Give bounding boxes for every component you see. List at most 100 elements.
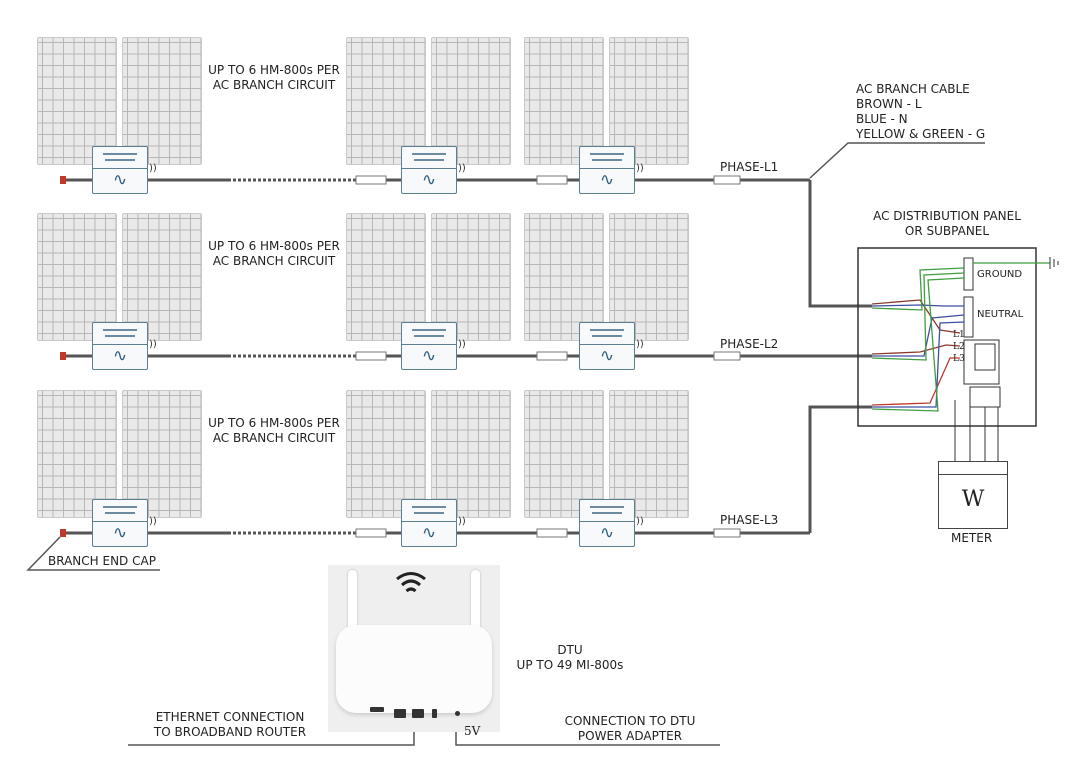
- panel-title-line: OR SUBPANEL: [904, 224, 990, 238]
- solar-panel: [122, 390, 202, 518]
- cable-info-line: BROWN - L: [856, 97, 922, 111]
- branch-end-cap-label: BRANCH END CAP: [48, 554, 156, 568]
- branch-label-row3: UP TO 6 HM-800s PER AC BRANCH CIRCUIT: [206, 416, 342, 446]
- dtu-label-line: DTU: [557, 643, 583, 657]
- wireless-signal-icon: )): [636, 339, 644, 350]
- power-adapter-label-line: CONNECTION TO DTU: [564, 714, 696, 728]
- l3-label: L3: [953, 354, 965, 364]
- inverter-wave-icon: ∿: [599, 346, 615, 366]
- panel-title: AC DISTRIBUTION PANEL OR SUBPANEL: [858, 209, 1036, 239]
- wireless-signal-icon: )): [149, 163, 157, 174]
- branch-label-line: AC BRANCH CIRCUIT: [212, 431, 336, 445]
- power-adapter-label-line: POWER ADAPTER: [577, 729, 683, 743]
- inverter-wave-icon: ∿: [421, 346, 437, 366]
- microinverter: ∿: [579, 322, 635, 370]
- power-port: [455, 711, 460, 716]
- wireless-signal-icon: )): [458, 163, 466, 174]
- wireless-signal-icon: )): [636, 163, 644, 174]
- power-adapter-label: CONNECTION TO DTU POWER ADAPTER: [545, 714, 715, 744]
- wireless-signal-icon: )): [458, 516, 466, 527]
- phase-l2-label: PHASE-L2: [720, 337, 779, 351]
- l2-label: L2: [953, 342, 965, 352]
- branch-label-line: AC BRANCH CIRCUIT: [212, 78, 336, 92]
- solar-panel: [346, 390, 426, 518]
- ground-bus: [963, 257, 974, 291]
- microinverter: ∿: [401, 146, 457, 194]
- solar-panel: [524, 213, 604, 341]
- solar-panel: [609, 390, 689, 518]
- microinverter: ∿: [401, 499, 457, 547]
- meter-symbol: W: [961, 487, 985, 512]
- branch-label-row1: UP TO 6 HM-800s PER AC BRANCH CIRCUIT: [206, 63, 342, 93]
- cable-info-line: AC BRANCH CABLE: [856, 82, 970, 96]
- panel-title-line: AC DISTRIBUTION PANEL: [873, 209, 1021, 223]
- solar-panel: [431, 213, 511, 341]
- branch-label-line: AC BRANCH CIRCUIT: [212, 254, 336, 268]
- terminal-port: [370, 707, 384, 712]
- neutral-bus: [963, 296, 974, 338]
- microinverter: ∿: [92, 146, 148, 194]
- cable-connectors: [355, 175, 741, 538]
- solar-panel: [346, 213, 426, 341]
- inverter-wave-icon: ∿: [599, 170, 615, 190]
- ethernet-label-line: ETHERNET CONNECTION: [155, 710, 305, 724]
- inverter-wave-icon: ∿: [112, 170, 128, 190]
- meter-feed: [954, 400, 999, 461]
- ethernet-label-line: TO BROADBAND ROUTER: [153, 725, 307, 739]
- solar-panel: [37, 37, 117, 165]
- meter: W: [938, 461, 1008, 529]
- neutral-label: NEUTRAL: [977, 309, 1024, 320]
- wireless-signal-icon: )): [458, 339, 466, 350]
- inverter-wave-icon: ∿: [112, 523, 128, 543]
- dtu-device: [328, 565, 500, 732]
- distribution-panel-box: [857, 247, 1037, 427]
- wireless-signal-icon: )): [636, 516, 644, 527]
- end-caps: [60, 176, 66, 537]
- l1-label: L1: [953, 330, 965, 340]
- panel-wiring: [871, 262, 1050, 412]
- dtu-body: [336, 625, 492, 718]
- solar-panel: [37, 213, 117, 341]
- solar-panel: [609, 213, 689, 341]
- microinverter: ∿: [401, 322, 457, 370]
- ground-label: GROUND: [977, 269, 1023, 280]
- solar-panel: [346, 37, 426, 165]
- solar-panel: [122, 37, 202, 165]
- wireless-signal-icon: )): [149, 516, 157, 527]
- ethernet-port: [412, 709, 424, 718]
- branch-label-line: UP TO 6 HM-800s PER: [208, 239, 340, 253]
- meter-label: METER: [951, 531, 993, 545]
- microinverter: ∿: [92, 322, 148, 370]
- dtu-label-line: UP TO 49 MI-800s: [516, 658, 624, 672]
- phase-l3-label: PHASE-L3: [720, 513, 779, 527]
- solar-panel: [122, 213, 202, 341]
- phase-l1-label: PHASE-L1: [720, 160, 779, 174]
- branch-label-line: UP TO 6 HM-800s PER: [208, 416, 340, 430]
- solar-panel: [524, 37, 604, 165]
- solar-panel: [524, 390, 604, 518]
- usb-port: [432, 709, 437, 718]
- main-breaker: [969, 386, 1001, 408]
- wifi-icon: [394, 569, 428, 604]
- ethernet-port: [394, 709, 406, 718]
- solar-panel: [609, 37, 689, 165]
- branch-label-row2: UP TO 6 HM-800s PER AC BRANCH CIRCUIT: [206, 239, 342, 269]
- cable-info: AC BRANCH CABLE BROWN - L BLUE - N YELLO…: [856, 82, 985, 142]
- solar-panel: [431, 390, 511, 518]
- ground-icon: [1049, 257, 1059, 269]
- microinverter: ∿: [92, 499, 148, 547]
- solar-panel: [37, 390, 117, 518]
- cable-info-line: BLUE - N: [856, 112, 908, 126]
- cable-info-line: YELLOW & GREEN - G: [856, 127, 986, 141]
- solar-panel: [431, 37, 511, 165]
- ethernet-label: ETHERNET CONNECTION TO BROADBAND ROUTER: [140, 710, 320, 740]
- five-v-label: 5V: [464, 724, 481, 738]
- wireless-signal-icon: )): [149, 339, 157, 350]
- microinverter: ∿: [579, 499, 635, 547]
- inverter-wave-icon: ∿: [112, 346, 128, 366]
- inverter-wave-icon: ∿: [421, 170, 437, 190]
- microinverter: ∿: [579, 146, 635, 194]
- inverter-wave-icon: ∿: [599, 523, 615, 543]
- inverter-wave-icon: ∿: [421, 523, 437, 543]
- dtu-label: DTU UP TO 49 MI-800s: [510, 643, 630, 673]
